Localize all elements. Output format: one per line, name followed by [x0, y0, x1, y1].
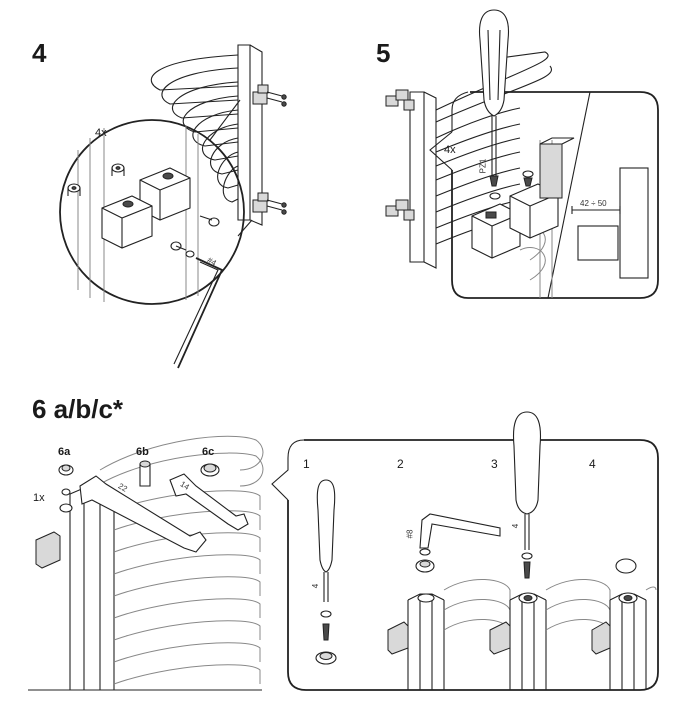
step5-distance-label: 42 ÷ 50 — [580, 199, 607, 208]
substep-3-label: 3 — [491, 457, 498, 471]
step5-driver-label: PZ1 — [478, 158, 488, 174]
step6-parts — [58, 460, 220, 513]
step5-radiator — [385, 51, 552, 269]
substep-4-label: 4 — [589, 457, 596, 471]
substep4-illustration — [591, 558, 657, 690]
step4-radiator — [150, 44, 287, 226]
part-6a-label: 6a — [58, 446, 71, 458]
substep1-screwdriver-size: 4 — [311, 583, 321, 589]
step5-detail-panel — [429, 91, 659, 299]
substep-1-label: 1 — [303, 457, 310, 471]
step-5-number: 5 — [376, 38, 391, 68]
substep-2-label: 2 — [397, 457, 404, 471]
step4-quantity-label: 4x — [95, 127, 107, 139]
step6-quantity-label: 1x — [33, 492, 45, 504]
step5-screwdriver — [478, 9, 510, 187]
step-4-number: 4 — [32, 38, 47, 68]
part-6b-label: 6b — [136, 446, 149, 458]
step6-radiator — [28, 435, 264, 691]
step6-detail-panel — [271, 439, 659, 691]
substep3-illustration — [489, 411, 611, 690]
substep2-illustration — [387, 513, 511, 690]
part-6c-label: 6c — [202, 446, 215, 458]
step5-quantity-label: 4x — [444, 144, 456, 156]
step6-wrenches — [79, 473, 249, 553]
substep2-hex-size: #8 — [405, 529, 415, 539]
substep1-illustration — [315, 479, 337, 665]
substep3-screwdriver-size: 4 — [511, 523, 521, 529]
step4-detail-circle — [59, 99, 253, 369]
step-6-number: 6 a/b/c* — [32, 394, 124, 424]
